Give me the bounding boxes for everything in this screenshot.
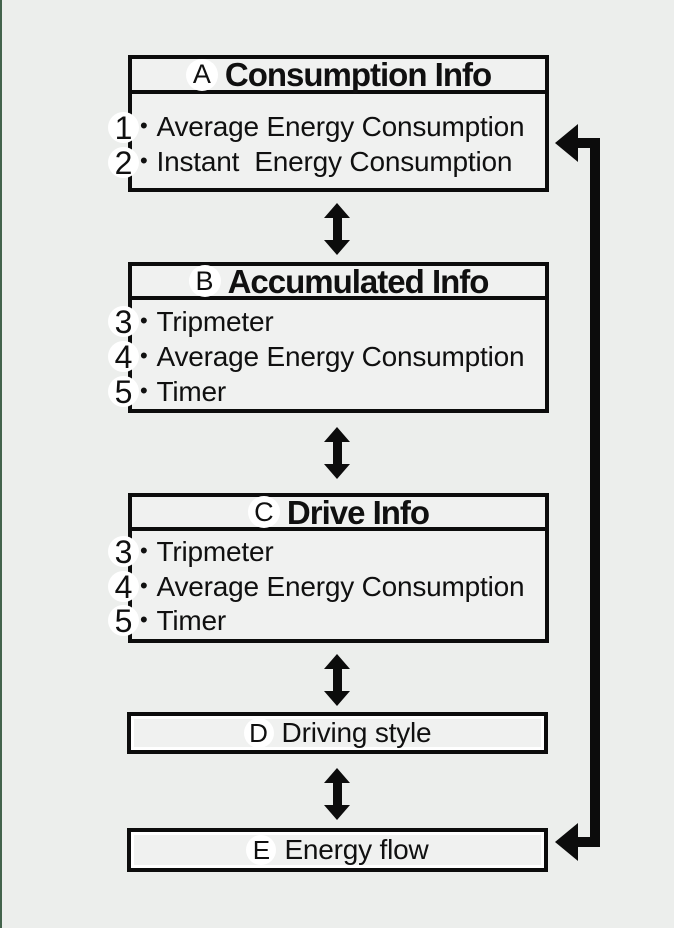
arrow-shaft	[332, 669, 342, 691]
bullet-icon: •	[140, 308, 148, 333]
item-label: Timer	[156, 605, 227, 636]
label-circle-e: E	[246, 835, 277, 865]
box-e-letter: E	[252, 835, 271, 865]
loop-arrow-head-a-icon	[555, 124, 578, 162]
label-circle-b: B	[188, 265, 221, 297]
arrow-up-head	[324, 768, 350, 783]
box-a-letter: A	[192, 59, 211, 89]
callout-number-text: 2	[114, 144, 133, 181]
callout-number-5: 5	[108, 602, 139, 639]
item-timer-c: • Timer	[140, 604, 226, 638]
label-circle-a: A	[185, 58, 218, 91]
callout-number-1: 1	[108, 109, 139, 146]
box-d-letter: D	[249, 718, 268, 748]
bullet-icon: •	[140, 148, 148, 173]
callout-number-5: 5	[108, 373, 139, 410]
callout-number-text: 4	[114, 338, 133, 375]
callout-number-3: 3	[108, 533, 139, 570]
callout-number-text: 3	[114, 303, 133, 340]
bullet-icon: •	[140, 573, 148, 598]
callout-number-text: 3	[114, 533, 133, 570]
box-drive-info: C Drive Info	[128, 493, 549, 643]
item-label: Instant Energy Consumption	[156, 146, 513, 177]
box-energy-flow: E Energy flow	[127, 828, 548, 872]
box-b-letter: B	[195, 265, 214, 296]
callout-number-4: 4	[108, 568, 139, 605]
arrow-up-head	[324, 427, 350, 442]
loop-arrow-top-segment	[577, 138, 600, 148]
arrow-shaft	[332, 783, 342, 805]
callout-number-2: 2	[108, 144, 139, 181]
item-label: Tripmeter	[156, 536, 274, 567]
arrow-shaft	[332, 218, 342, 240]
item-label: Average Energy Consumption	[156, 111, 525, 142]
item-tripmeter-b: • Tripmeter	[140, 305, 274, 339]
item-average-energy-consumption-a: • Average Energy Consumption	[140, 110, 525, 144]
double-arrow-d-e-icon	[324, 768, 350, 820]
loop-arrow-vertical-segment	[590, 138, 600, 847]
item-average-energy-consumption-b: • Average Energy Consumption	[140, 340, 525, 374]
box-b-title: Accumulated Info	[227, 262, 490, 300]
arrow-up-head	[324, 203, 350, 218]
item-timer-b: • Timer	[140, 375, 226, 409]
label-circle-d: D	[243, 718, 274, 748]
loop-arrow-head-e-icon	[555, 823, 578, 861]
left-edge-line	[0, 0, 2, 928]
callout-number-3: 3	[108, 303, 139, 340]
item-label: Average Energy Consumption	[156, 571, 525, 602]
callout-number-4: 4	[108, 338, 139, 375]
double-arrow-b-c-icon	[324, 427, 350, 479]
arrow-shaft	[332, 442, 342, 464]
arrow-down-head	[324, 240, 350, 255]
box-c-header: C Drive Info	[132, 493, 545, 531]
double-arrow-a-b-icon	[324, 203, 350, 255]
bullet-icon: •	[140, 113, 148, 138]
double-arrow-c-d-icon	[324, 654, 350, 706]
arrow-down-head	[324, 464, 350, 479]
bullet-icon: •	[140, 607, 148, 632]
item-instant-energy-consumption-a: • Instant Energy Consumption	[140, 145, 512, 179]
arrow-down-head	[324, 691, 350, 706]
item-label: Timer	[156, 376, 227, 407]
box-consumption-info: A Consumption Info	[128, 55, 549, 192]
bullet-icon: •	[140, 343, 148, 368]
loop-arrow-bottom-segment	[577, 837, 600, 847]
item-label: Tripmeter	[156, 306, 274, 337]
item-tripmeter-c: • Tripmeter	[140, 535, 274, 569]
box-driving-style: D Driving style	[127, 712, 548, 754]
box-a-header: A Consumption Info	[132, 56, 545, 94]
bullet-icon: •	[140, 538, 148, 563]
box-c-title: Drive Info	[286, 493, 430, 531]
box-b-header: B Accumulated Info	[132, 262, 545, 300]
callout-number-text: 5	[114, 602, 133, 639]
item-label: Average Energy Consumption	[156, 341, 525, 372]
box-c-letter: C	[254, 496, 274, 527]
item-average-energy-consumption-c: • Average Energy Consumption	[140, 570, 525, 604]
arrow-up-head	[324, 654, 350, 669]
label-circle-c: C	[247, 496, 280, 528]
callout-number-text: 1	[114, 109, 133, 146]
callout-number-text: 4	[114, 568, 133, 605]
bullet-icon: •	[140, 378, 148, 403]
box-e-title: Energy flow	[284, 834, 429, 865]
callout-number-text: 5	[114, 373, 133, 410]
box-accumulated-info: B Accumulated Info	[128, 262, 549, 413]
box-a-title: Consumption Info	[224, 56, 492, 93]
box-d-title: Driving style	[281, 717, 432, 748]
arrow-down-head	[324, 805, 350, 820]
